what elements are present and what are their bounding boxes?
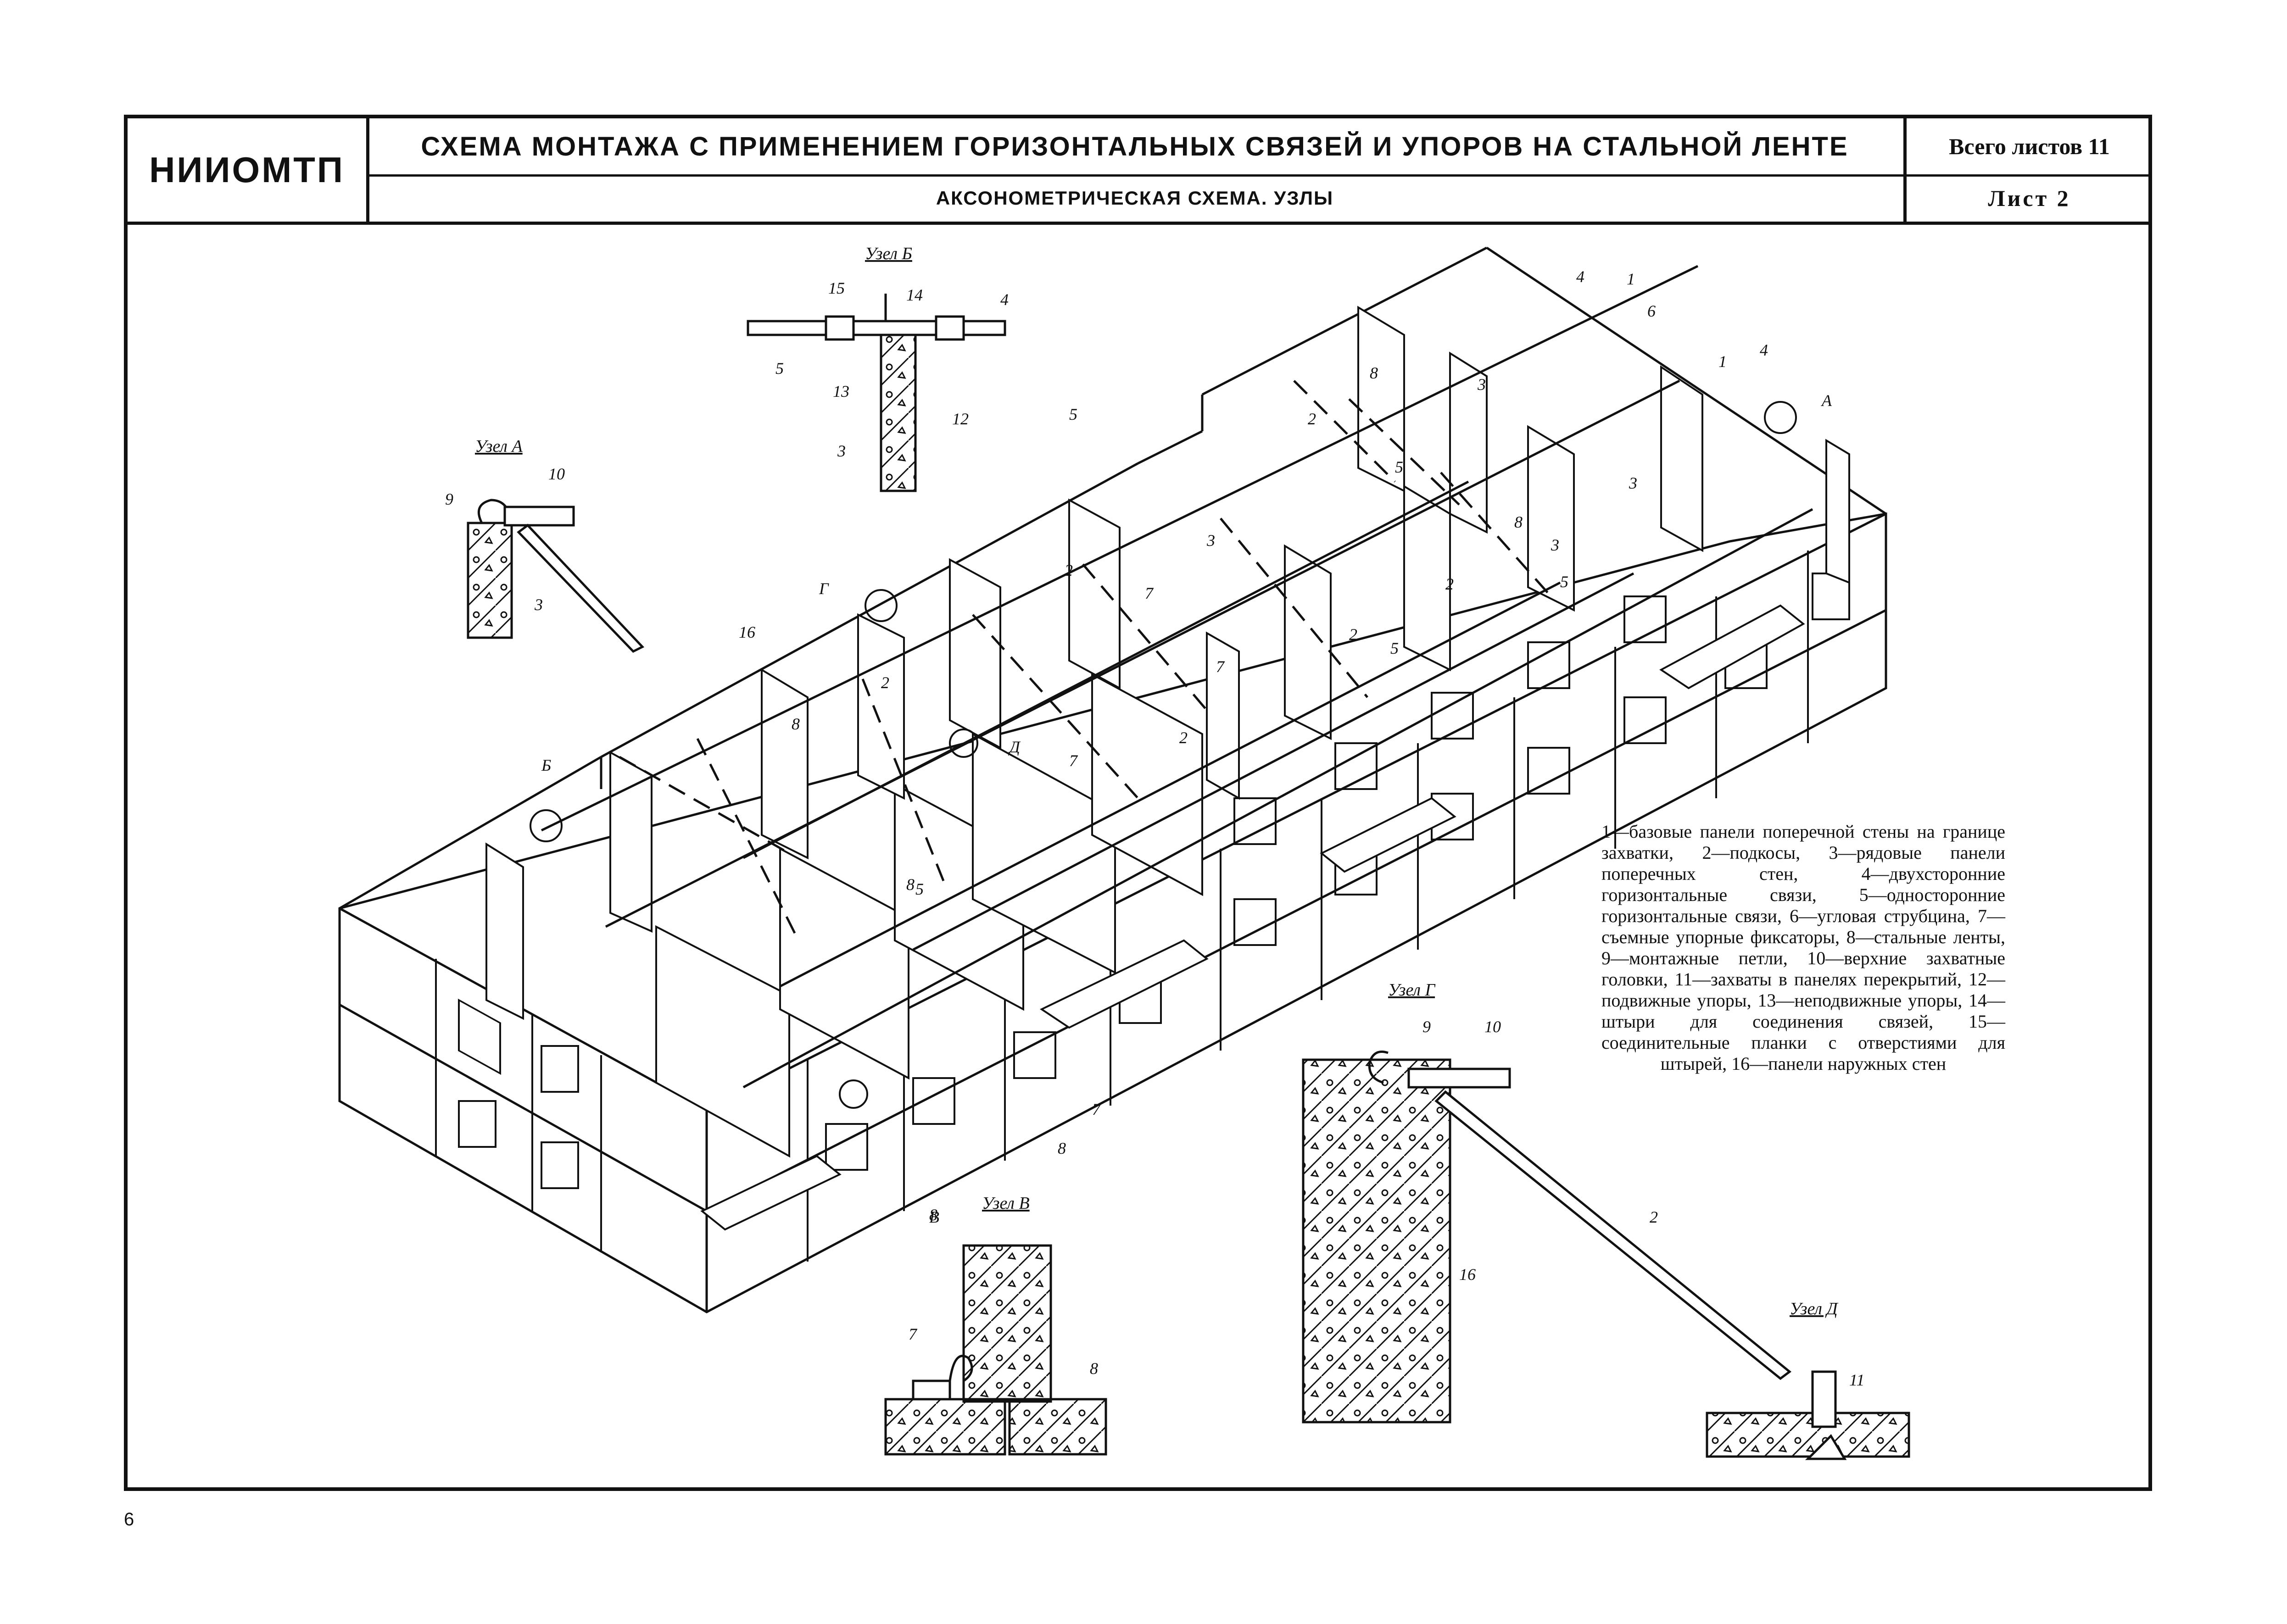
- callout-1-b: 1: [1718, 352, 1727, 371]
- node-g-title: Узел Г: [1388, 980, 1435, 1000]
- callout-4-b: 4: [1760, 341, 1768, 359]
- sheet-info-cell: Всего листов 11 Лист 2: [1903, 118, 2152, 222]
- node-d-detail: [1706, 1370, 1910, 1460]
- node-d-title: Узел Д: [1790, 1299, 1838, 1318]
- braces: [619, 380, 1552, 941]
- callout-8: 8: [1370, 364, 1378, 382]
- callout-14: 14: [906, 286, 923, 304]
- callout-3-d: 3: [1206, 531, 1215, 550]
- callout-3: 3: [1477, 375, 1486, 394]
- callout-1: 1: [1627, 270, 1635, 288]
- drawing-sheet: НИИОМТП СХЕМА МОНТАЖА С ПРИМЕНЕНИЕМ ГОРИ…: [124, 115, 2152, 1491]
- callout-3-node-b: 3: [837, 442, 846, 460]
- callout-8-c: 8: [792, 715, 800, 733]
- callout-5: 5: [1069, 405, 1077, 423]
- callout-11: 11: [1849, 1371, 1864, 1389]
- callout-16: 16: [739, 623, 755, 641]
- callout-9: 9: [445, 490, 453, 508]
- node-g-detail: [1302, 1051, 1792, 1424]
- node-v-title: Узел В: [982, 1194, 1030, 1213]
- callout-7: 7: [1145, 584, 1154, 602]
- node-b-detail: [747, 294, 1006, 492]
- callout-2-f: 2: [1179, 729, 1188, 747]
- callout-7-c: 7: [1069, 751, 1078, 770]
- callout-8-node-v: 8: [1090, 1359, 1098, 1378]
- callout-10-node-g: 10: [1484, 1018, 1501, 1036]
- building-structure: [338, 246, 1887, 1313]
- callout-13: 13: [833, 382, 849, 400]
- callout-16-node-g: 16: [1459, 1265, 1476, 1284]
- node-a-title: Узел А: [475, 437, 523, 456]
- callout-2-b: 2: [1065, 561, 1073, 579]
- legend-text: 1—базовые панели поперечной стены на гра…: [1601, 821, 2005, 1074]
- callout-8-e: 8: [1058, 1139, 1066, 1157]
- callout-9-node-g: 9: [1422, 1018, 1431, 1036]
- callout-2-e: 2: [1445, 575, 1454, 593]
- callout-3-b: 3: [1629, 474, 1637, 492]
- drawing-title: СХЕМА МОНТАЖА С ПРИМЕНЕНИЕМ ГОРИЗОНТАЛЬН…: [366, 118, 1903, 177]
- callout-7-d: 7: [1092, 1100, 1101, 1118]
- title-block: НИИОМТП СХЕМА МОНТАЖА С ПРИМЕНЕНИЕМ ГОРИ…: [128, 118, 2152, 225]
- org-logo: НИИОМТП: [149, 150, 345, 190]
- callout-5-b: 5: [1395, 458, 1403, 476]
- label-node-b: Б: [541, 756, 551, 774]
- callout-4: 4: [1576, 267, 1584, 286]
- node-v-detail: [884, 1244, 1107, 1456]
- callout-10: 10: [548, 465, 565, 483]
- callout-2-d: 2: [1349, 625, 1357, 644]
- label-node-v: В: [929, 1208, 939, 1226]
- callout-3-node-a: 3: [534, 595, 543, 614]
- callout-4-node-b: 4: [1000, 290, 1009, 309]
- horizontal-ties: [541, 265, 1813, 1089]
- callout-5-e: 5: [915, 880, 924, 898]
- label-node-g: Г: [819, 579, 829, 598]
- node-a-detail: [467, 499, 645, 653]
- callout-8-f: 8: [929, 1206, 937, 1224]
- drawing-subtitle: АКСОНОМЕТРИЧЕСКАЯ СХЕМА. УЗЛЫ: [936, 187, 1334, 209]
- title-cell: СХЕМА МОНТАЖА С ПРИМЕНЕНИЕМ ГОРИЗОНТАЛЬН…: [366, 118, 1903, 222]
- sheet-number: Лист 2: [1988, 185, 2071, 211]
- callout-12: 12: [952, 410, 969, 428]
- page-number: 6: [124, 1509, 134, 1529]
- callout-2: 2: [1308, 410, 1316, 428]
- callout-7-node-v: 7: [909, 1325, 918, 1343]
- callout-6: 6: [1647, 302, 1656, 320]
- callout-3-c: 3: [1551, 536, 1559, 554]
- callout-8-d: 8: [906, 875, 915, 894]
- sheets-total: Всего листов 11: [1907, 118, 2152, 177]
- callout-8-b: 8: [1514, 513, 1523, 531]
- callout-5-node-b: 5: [775, 359, 784, 378]
- callout-15: 15: [828, 279, 845, 297]
- org-cell: НИИОМТП: [128, 118, 369, 222]
- callout-2-node-g: 2: [1650, 1208, 1658, 1226]
- callout-7-b: 7: [1216, 657, 1225, 676]
- callout-5-c: 5: [1390, 639, 1399, 657]
- label-node-d: Д: [1008, 738, 1021, 756]
- callout-2-c: 2: [881, 673, 889, 692]
- label-node-a: А: [1821, 391, 1832, 410]
- callout-5-d: 5: [1560, 573, 1568, 591]
- node-b-title: Узел Б: [865, 244, 912, 263]
